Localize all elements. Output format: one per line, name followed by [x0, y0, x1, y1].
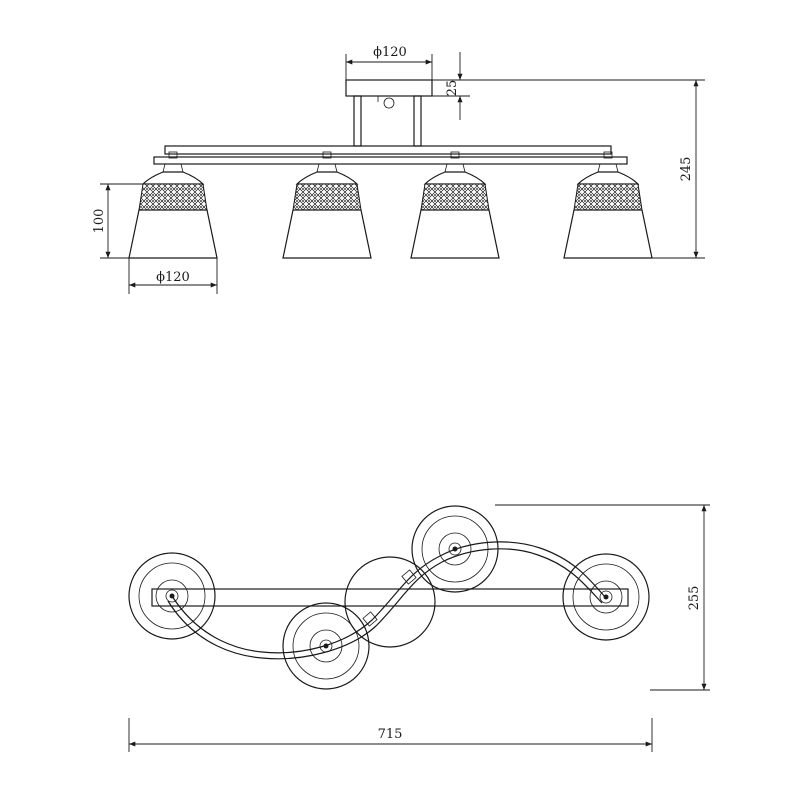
socket-ring	[589, 580, 623, 614]
lower-bar	[153, 156, 628, 165]
dim-shade-height: 100	[92, 183, 160, 259]
glass-shade	[410, 209, 500, 259]
dim-total-height: 245	[432, 79, 705, 259]
lamp-socket	[597, 163, 619, 173]
dim-canopy-height: 25	[432, 52, 470, 120]
lamp-cap	[576, 171, 640, 185]
dim-shade-diameter: ϕ120	[128, 258, 218, 294]
total-width-label: 715	[378, 727, 403, 742]
top-bar	[151, 588, 629, 607]
ceiling-canopy	[345, 79, 433, 97]
socket-hub	[448, 542, 462, 556]
lamp-cap	[423, 171, 487, 185]
top-lamp-2	[282, 602, 370, 690]
top-lamp-4	[562, 553, 650, 641]
crystal-band	[292, 183, 362, 211]
lamp-cap	[295, 171, 359, 185]
lamp-3	[410, 151, 500, 259]
shade-inner-rim	[572, 563, 640, 631]
crystal-band	[138, 183, 208, 211]
canopy-height-label: 25	[445, 80, 460, 97]
canopy-outline	[344, 556, 436, 648]
lamp-socket	[444, 163, 466, 173]
top-lamp-shades	[128, 505, 650, 690]
arm-joint-2	[401, 569, 417, 585]
shade-diameter-label: ϕ120	[156, 270, 190, 285]
canopy-screw	[383, 97, 395, 109]
upper-bar	[164, 145, 612, 155]
lamp-mount	[168, 151, 178, 159]
socket-ring	[309, 629, 343, 663]
top-lamp-1	[128, 552, 216, 640]
socket-center	[169, 593, 175, 599]
total-depth-label: 255	[687, 586, 702, 611]
support-rod-left	[353, 95, 362, 147]
top-view: 255 715	[128, 504, 710, 752]
glass-shade	[128, 209, 218, 259]
s-arm-outer	[171, 541, 607, 654]
front-view: ϕ120 25 245 100 ϕ120	[92, 45, 705, 294]
shade-outer-rim	[282, 602, 370, 690]
socket-hub	[319, 639, 333, 653]
lamp-mount	[450, 151, 460, 159]
socket-hub	[599, 590, 613, 604]
crystal-band	[420, 183, 490, 211]
shade-height-label: 100	[92, 209, 107, 234]
dim-total-width: 715	[128, 718, 653, 752]
glass-shade	[282, 209, 372, 259]
lamp-cap	[141, 171, 205, 185]
lamp-2	[282, 151, 372, 259]
socket-center	[603, 594, 609, 600]
glass-shade	[563, 209, 653, 259]
socket-ring	[155, 579, 189, 613]
shade-outer-rim	[128, 552, 216, 640]
dim-total-depth: 255	[495, 504, 710, 691]
canopy-diameter-label: ϕ120	[373, 45, 407, 60]
shade-outer-rim	[562, 553, 650, 641]
crystal-band	[573, 183, 643, 211]
top-lamp-3	[411, 505, 499, 593]
socket-center	[323, 643, 329, 649]
lamp-mount	[603, 151, 613, 159]
shade-inner-rim	[292, 612, 360, 680]
s-arm-inner	[167, 548, 603, 660]
support-rod-right	[413, 95, 422, 147]
shade-outer-rim	[411, 505, 499, 593]
shade-inner-rim	[138, 562, 206, 630]
lamp-1	[128, 151, 218, 259]
arm-joint-1	[362, 611, 378, 627]
socket-center	[452, 546, 458, 552]
socket-ring	[438, 532, 472, 566]
lamp-socket	[316, 163, 338, 173]
shade-inner-rim	[421, 515, 489, 583]
lamp-shades	[128, 151, 653, 259]
socket-hub	[165, 589, 179, 603]
lamp-socket	[162, 163, 184, 173]
lamp-mount	[322, 151, 332, 159]
lamp-4	[563, 151, 653, 259]
total-height-label: 245	[679, 157, 694, 182]
dim-canopy-diameter: ϕ120	[345, 45, 433, 80]
